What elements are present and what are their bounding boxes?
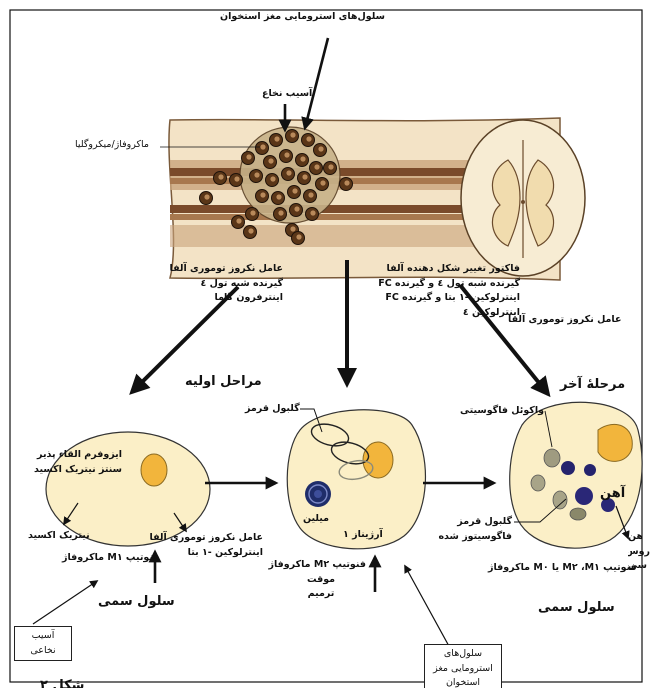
left-cytokine-1: عامل نکروز توموری آلفا [158,531,263,546]
toxic-cell-left-label: سلول سمی [98,592,175,612]
cropped-right-label: هن روس سی [628,530,650,574]
marrow-box-line-1: سلول‌های [429,647,497,662]
inos-line-1: ایزوفرم القاء پذیر [40,448,122,463]
mid-factor-3: اینترلوکین -١ بتا و گیرنده FC [350,291,520,306]
macrophage-blob [250,170,263,183]
macrophage-blob [200,192,213,205]
macrophage-blob [272,192,285,205]
spinal-injury-box: آسیب نخاعی [14,626,72,661]
macrophage-blob [280,150,293,163]
marrow-box-line-2: استرومایی مغز [429,662,497,677]
early-stages-label: مراحل اولیه [185,372,262,392]
phagocytosed-line-2: فاگوسیتوز شده [450,530,512,545]
macrophage-blob [266,174,279,187]
m2-line-1: فنوتیپ M٢ ماکروفاژ [276,558,366,573]
macrophage-blob [274,208,287,221]
macrophage-blob [296,154,309,167]
left-factor-1: عامل نکروز توموری آلفا [148,262,283,277]
macrophage-blob [298,172,311,185]
marrow-stromal-box: سلول‌های استرومایی مغز استخوان [424,644,502,688]
spinal-injury-line-1: آسیب [19,629,67,644]
macrophage-blob [244,226,257,239]
macrophage-blob [302,134,315,147]
macrophage-blob [304,190,317,203]
marrow-box-arrow [405,566,450,648]
late-macrophage-cell [510,402,642,548]
macrophage-blob [256,190,269,203]
phagocytic-vacuole-label: واکوئل فاگوسیتی [460,404,544,419]
marrow-arrow [305,38,328,128]
myelin-label: میلین [303,512,329,527]
right-factor-label: عامل نکروز توموری آلفا [508,313,621,328]
macrophage-microglia-label: ماکروفاژ/میکروگلیا [75,138,149,153]
macrophage-blob [306,208,319,221]
left-factor-3: اینترفرون گاما [148,291,283,306]
macrophage-blob [324,162,337,175]
m2-line-2: موقت [276,573,366,588]
macrophage-blob [242,152,255,165]
cropped-right-1: هن [628,530,650,545]
mid-factor-2: گیرنده شبه تول ٤ و گیرنده FC [350,277,520,292]
m2-phenotype-label: فنوتیپ M٢ ماکروفاژ موقت ترمیم [276,558,366,602]
macrophage-blob [314,144,327,157]
macrophage-blob [310,162,323,175]
macrophage-blob [270,134,283,147]
left-cytokines-label: عامل نکروز توموری آلفا اینترلوکین -١ بتا [158,531,263,560]
macrophage-blob [288,186,301,199]
m2-line-3: ترمیم [276,587,366,602]
marrow-box-line-3: استخوان [429,676,497,688]
inos-line-2: سنتز نیتریک اکسید [40,463,122,478]
arginase-label: آرژیناز ١ [343,528,383,543]
injury-box-arrow [33,581,97,624]
macrophage-blob [340,178,353,191]
late-stage-label: مرحلهٔ آخر [560,375,625,395]
marrow-stromal-top-label: سلول‌های استرومایی مغز استخوان [220,10,385,25]
iron-label: آهن [600,484,625,504]
left-factor-2: گیرنده شبه تول ٤ [148,277,283,292]
macrophage-blob [230,174,243,187]
macrophage-blob [292,232,305,245]
mid-factor-list: فاکتور تغییر شکل دهنده آلفا گیرنده شبه ت… [350,262,520,321]
left-factor-list: عامل نکروز توموری آلفا گیرنده شبه تول ٤ … [148,262,283,306]
macrophage-blob [282,168,295,181]
red-cell-label: گلبول قرمز [245,402,300,417]
phagocytosed-rbc-label: گلبول قرمز فاگوسیتوز شده [450,515,512,544]
macrophage-blob [290,204,303,217]
macrophage-blob [246,208,259,221]
mid-factor-1: فاکتور تغییر شکل دهنده آلفا [350,262,520,277]
cropped-right-2: روس [628,545,650,560]
mid-factor-4: اینترلوکین ٤ [350,306,520,321]
m1-phenotype-label: فنوتیپ M١ ماکروفاژ [62,551,160,566]
cropped-right-3: سی [628,559,650,574]
left-cytokine-2: اینترلوکین -١ بتا [158,546,263,561]
injury-label: آسیب نخاع [262,87,312,102]
toxic-cell-right-label: سلول سمی [538,598,615,618]
inos-label: ایزوفرم القاء پذیر سنتز نیتریک اکسید [40,448,122,477]
macrophage-blob [256,142,269,155]
macrophage-blob [232,216,245,229]
cropped-bottom-caption: شکل ٢ [40,676,84,688]
macrophage-blob [286,130,299,143]
spinal-injury-line-2: نخاعی [19,644,67,659]
macrophage-blob [316,178,329,191]
macrophage-blob [214,172,227,185]
macrophage-blob [264,156,277,169]
spinal-cord-cross-section [461,120,585,276]
phagocytosed-line-1: گلبول قرمز [450,515,512,530]
nitric-oxide-label: نیتریک اکسید [28,529,90,544]
m1-m2-phenotype-label: فنوتیپ M١، M٢ یا M٠ ماکروفاژ [488,561,637,576]
